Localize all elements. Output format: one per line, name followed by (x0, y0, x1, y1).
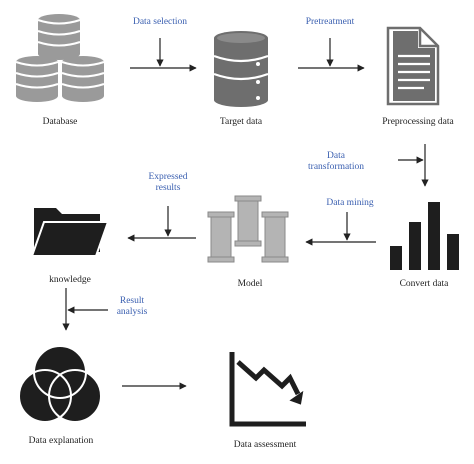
bar-chart-icon (390, 202, 459, 270)
node-label-knowledge: knowledge (49, 275, 91, 285)
step-label-expressed-results-2: results (155, 183, 181, 193)
declining-chart-icon (229, 352, 306, 427)
step-label-data-mining: Data mining (326, 198, 374, 208)
step-label-result-analysis-1: Result (119, 296, 145, 306)
step-label-data-transformation-2: transformation (308, 162, 364, 172)
flow-arrows (62, 38, 429, 390)
step-label-data-selection: Data selection (132, 17, 188, 27)
step-label-pretreatment: Pretreatment (305, 17, 355, 27)
node-label-preprocessing-data: Preprocessing data (382, 117, 454, 127)
venn-icon (18, 345, 102, 423)
step-label-result-analysis-2: analysis (116, 307, 148, 317)
node-label-data-assessment: Data assessment (233, 440, 297, 450)
node-label-target-data: Target data (219, 117, 263, 127)
node-label-data-explanation: Data explanation (28, 436, 94, 446)
node-label-model: Model (237, 279, 263, 289)
node-label-database: Database (42, 117, 78, 127)
node-label-convert-data: Convert data (399, 279, 449, 289)
folder-icon (30, 208, 110, 257)
document-icon (386, 26, 440, 106)
step-label-expressed-results-1: Expressed (148, 172, 188, 182)
model-blocks-icon (207, 195, 289, 263)
database-stack-icon (15, 14, 105, 102)
step-label-data-transformation-1: Data (327, 151, 345, 161)
database-icon (213, 31, 269, 107)
